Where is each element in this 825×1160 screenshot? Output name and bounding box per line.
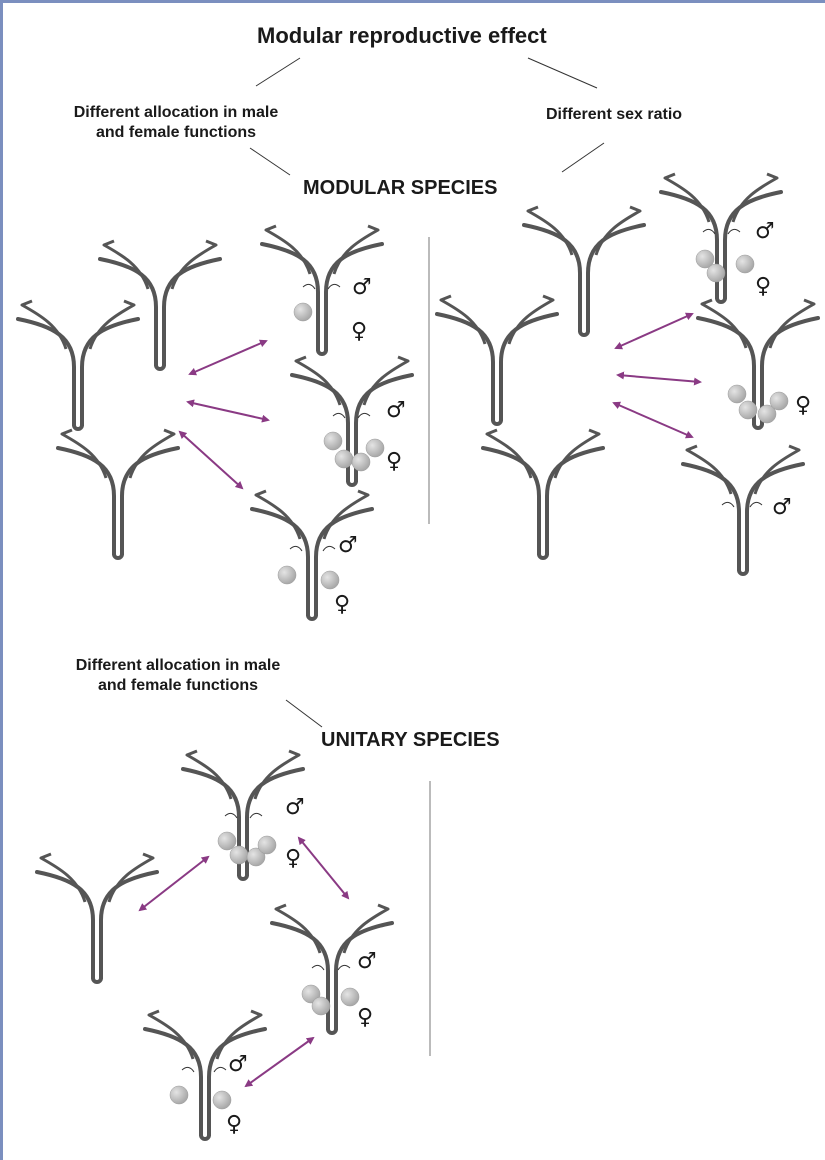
unitary-arrows [140, 838, 348, 1086]
polyp [437, 296, 557, 424]
gonad [707, 264, 725, 282]
arrow [246, 1038, 313, 1086]
testis-mark [290, 546, 335, 551]
female-symbol: ♀ [386, 451, 402, 473]
gonad [230, 846, 248, 864]
label-line: Different allocation in male [48, 103, 304, 123]
male-symbol: ♂ [357, 951, 377, 973]
gonad [728, 385, 746, 403]
unitary-polyp-solo [37, 854, 157, 982]
polyp [100, 241, 220, 369]
gonad [258, 836, 276, 854]
female-symbol: ♀ [351, 321, 367, 343]
gonad [739, 401, 757, 419]
gonad [324, 432, 342, 450]
male-symbol: ♂ [755, 221, 775, 243]
arrow [299, 838, 348, 898]
testis-mark [722, 502, 762, 507]
arrow [618, 375, 700, 382]
testis-mark [312, 965, 350, 970]
testis-mark [703, 229, 740, 234]
testis-mark [303, 284, 340, 289]
male-symbol: ♂ [352, 277, 372, 299]
gonad [294, 303, 312, 321]
diagram-title: Modular reproductive effect [257, 23, 547, 49]
modular-species-header: MODULAR SPECIES [303, 177, 497, 200]
female-symbol: ♀ [795, 395, 811, 417]
male-symbol: ♂ [228, 1054, 248, 1076]
arrow [614, 403, 692, 437]
gonad [341, 988, 359, 1006]
male-symbol: ♂ [772, 497, 792, 519]
testis-mark [225, 813, 262, 818]
testis-mark [182, 1067, 226, 1072]
gonad [366, 439, 384, 457]
label-line: and female functions [48, 123, 304, 143]
modular-left-colony [18, 241, 220, 558]
unitary-allocation-label: Different allocation in male and female … [50, 656, 306, 696]
male-symbol: ♂ [285, 797, 305, 819]
gonad [278, 566, 296, 584]
connector-line [256, 58, 300, 86]
male-symbol: ♂ [386, 400, 406, 422]
connector-line [562, 143, 604, 172]
connector-line [250, 148, 290, 175]
arrow [616, 314, 692, 348]
arrow [180, 432, 242, 488]
modular-right-colony [437, 207, 644, 558]
polyp [18, 301, 138, 429]
gonad [170, 1086, 188, 1104]
gonad [770, 392, 788, 410]
arrow [140, 857, 208, 910]
female-symbol: ♀ [357, 1007, 373, 1029]
gonad [352, 453, 370, 471]
top-left-label: Different allocation in male and female … [48, 103, 304, 143]
unitary-species-header: UNITARY SPECIES [321, 729, 500, 752]
female-symbol: ♀ [226, 1114, 242, 1136]
female-symbol: ♀ [755, 276, 771, 298]
gonad [213, 1091, 231, 1109]
polyp [483, 430, 603, 558]
gonad [312, 997, 330, 1015]
connector-line [528, 58, 597, 88]
gonad [335, 450, 353, 468]
polyp [58, 430, 178, 558]
gonad [321, 571, 339, 589]
testis-mark [333, 413, 370, 418]
female-symbol: ♀ [334, 594, 350, 616]
arrow [190, 341, 266, 374]
male-symbol: ♂ [338, 535, 358, 557]
female-symbol: ♀ [285, 848, 301, 870]
title-connectors [250, 58, 604, 727]
top-right-label: Different sex ratio [546, 105, 682, 125]
polyp [37, 854, 157, 982]
connector-line [286, 700, 322, 727]
label-line: and female functions [50, 676, 306, 696]
gonad [736, 255, 754, 273]
gonad [218, 832, 236, 850]
modular-right-arrows [614, 314, 700, 437]
arrow [188, 402, 268, 420]
label-line: Different allocation in male [50, 656, 306, 676]
modular-left-arrows [180, 341, 268, 488]
